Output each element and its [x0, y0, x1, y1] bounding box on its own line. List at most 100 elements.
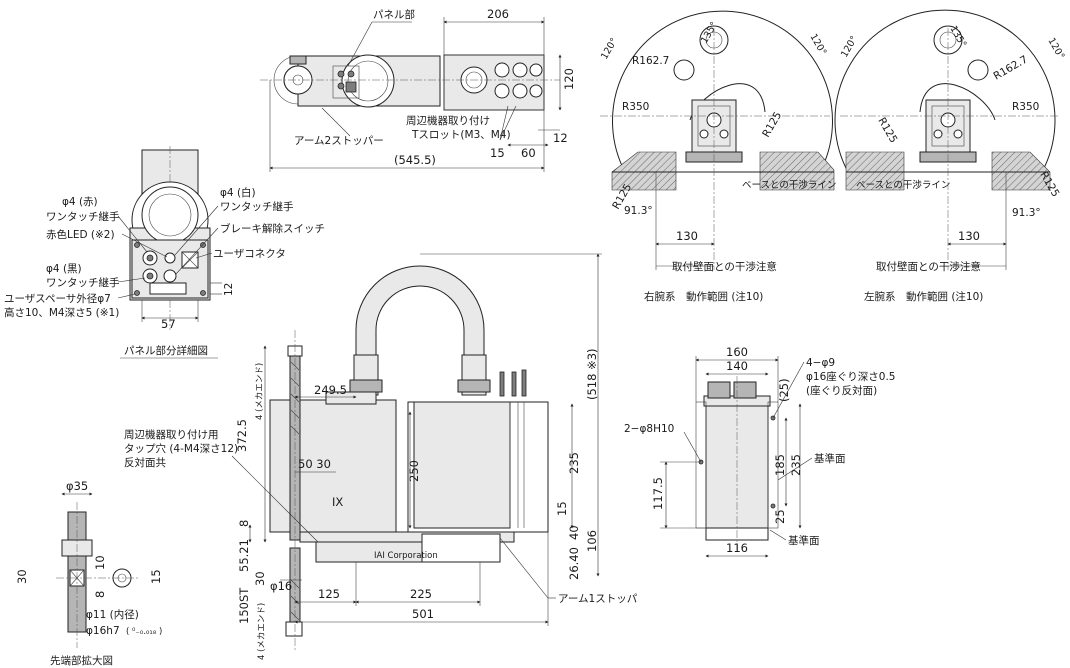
- tip-phi11: φ11 (内径): [86, 608, 139, 621]
- base-datum-2: 基準面: [788, 534, 820, 547]
- left-r350: R350: [1012, 101, 1039, 113]
- base-dim-25-top: (25): [777, 378, 791, 402]
- side-dim-5030: 50 30: [298, 457, 331, 471]
- side-dim-150st: 150ST: [237, 587, 251, 624]
- right-ang-913: 91.3°: [624, 205, 653, 217]
- right-wall-note: 取付壁面との干渉注意: [672, 260, 777, 273]
- side-view: IAI Corporation IX 372.5 4 (メカエンド) 8 55.…: [124, 253, 638, 660]
- side-phi16: φ16: [270, 579, 292, 593]
- tip-dim-15: 15: [149, 569, 163, 584]
- base-view: 160 140 116 (25) 185 235 25 117.5 4−φ9 φ…: [624, 345, 896, 558]
- side-dim-40: 40: [567, 525, 581, 540]
- brake-switch: ブレーキ解除スイッチ: [220, 222, 325, 235]
- arm2-stopper-label: アーム2ストッパー: [294, 135, 384, 147]
- air-white-2: ワンタッチ継手: [220, 200, 294, 213]
- right-r350: R350: [622, 101, 649, 113]
- right-base-line: ベースとの干渉ライン: [742, 179, 836, 191]
- base-dim-185: 185: [773, 454, 787, 476]
- side-dim-30: 30: [253, 571, 267, 586]
- right-dim-130: 130: [676, 229, 698, 243]
- tip-detail-view: φ35 30 10 8 15 φ11 (内径) φ16h7 ( ⁰₋₀.₀₁₈ …: [15, 479, 163, 667]
- top-dim-120: 120: [562, 68, 576, 90]
- tslot-label-1: 周辺機器取り付け: [406, 114, 490, 127]
- arm1-stopper: アーム1ストッパ: [558, 593, 638, 605]
- top-dim-15: 15: [490, 146, 505, 160]
- air-red-1: φ4 (赤): [62, 196, 98, 208]
- air-black-1: φ4 (黒): [46, 263, 82, 275]
- tslot-label-2: Tスロット(M3、M4): [411, 129, 511, 141]
- side-dim-225: 225: [410, 587, 432, 601]
- brand-text: IAI Corporation: [374, 551, 438, 561]
- panel-dim-12: 12: [223, 283, 235, 296]
- left-r125-a: R125: [875, 116, 899, 146]
- tip-tolerance: ( ⁰₋₀.₀₁₈ ): [126, 627, 162, 637]
- tip-dim-30: 30: [15, 569, 29, 584]
- logo-text: IX: [332, 495, 343, 509]
- side-dim-125: 125: [318, 587, 340, 601]
- base-dim-116: 116: [726, 541, 748, 555]
- base-holes-2: φ16座ぐり深さ0.5: [806, 370, 896, 383]
- panel-part-label: パネル部: [373, 8, 415, 21]
- side-dim-8: 8: [237, 520, 251, 527]
- right-ang-120-r: 120°: [807, 32, 828, 57]
- air-white-1: φ4 (白): [220, 186, 256, 199]
- side-dim-106: 106: [585, 530, 599, 552]
- right-ang-120-l: 120°: [599, 36, 620, 61]
- side-dim-518: (518 ※3): [585, 348, 599, 400]
- base-dim-25-bot: 25: [773, 509, 787, 524]
- base-holes-3: (座ぐり反対面): [806, 384, 877, 397]
- air-red-2: ワンタッチ継手: [46, 210, 120, 223]
- tip-caption: 先端部拡大図: [50, 654, 113, 667]
- tip-dim-8: 8: [93, 591, 107, 598]
- right-caption: 右腕系 動作範囲 (注10): [644, 290, 763, 303]
- side-dim-250: 250: [407, 460, 421, 482]
- base-dim-160: 160: [726, 345, 748, 359]
- left-caption: 左腕系 動作範囲 (注10): [864, 290, 983, 303]
- left-ang-120-l: 120°: [839, 34, 860, 59]
- panel-detail-view: 57 12 φ4 (赤) ワンタッチ継手 赤色LED (※2) φ4 (黒) ワ…: [4, 146, 325, 359]
- top-dim-206: 206: [487, 7, 509, 21]
- left-dim-130: 130: [958, 229, 980, 243]
- base-dim-1175: 117.5: [651, 477, 665, 510]
- side-dim-235: 235: [567, 452, 581, 474]
- tap-note-1: 周辺機器取り付け用: [124, 428, 219, 441]
- side-dim-5521: 55.21: [237, 539, 251, 572]
- top-dim-12: 12: [553, 131, 568, 145]
- side-dim-2495: 249.5: [314, 383, 347, 397]
- panel-caption: パネル部分詳細図: [124, 344, 208, 357]
- air-black-2: ワンタッチ継手: [46, 276, 120, 289]
- side-dim-501: 501: [412, 607, 434, 621]
- top-dim-545: (545.5): [394, 153, 436, 167]
- user-connector: ユーザコネクタ: [213, 248, 286, 260]
- tap-note-3: 反対面共: [124, 456, 166, 469]
- side-stroke-4-top: 4 (メカエンド): [255, 363, 265, 420]
- base-datum-1: 基準面: [814, 452, 846, 465]
- side-dim-3725: 372.5: [235, 419, 249, 452]
- left-r1627: R162.7: [992, 54, 1030, 83]
- base-pin-holes: 2−φ8H10: [624, 423, 674, 435]
- spacer-2: 高さ10、M4深さ5 (※1): [4, 306, 119, 319]
- side-stroke-4-bottom: 4 (メカエンド): [257, 603, 267, 660]
- left-base-line: ベースとの干渉ライン: [856, 179, 950, 191]
- spacer-1: ユーザスペーサ外径φ7: [4, 292, 111, 305]
- base-dim-140: 140: [726, 359, 748, 373]
- red-led-label: 赤色LED (※2): [46, 228, 115, 241]
- tip-phi16h7: φ16h7: [86, 625, 120, 637]
- side-dim-15: 15: [555, 501, 569, 516]
- left-arm-range: 130 取付壁面との干渉注意 ベースとの干渉ライン 135° 120° 120°…: [834, 9, 1066, 303]
- top-dim-60: 60: [521, 146, 536, 160]
- right-r125-a: R125: [760, 110, 784, 140]
- left-ang-913: 91.3°: [1012, 207, 1041, 219]
- base-holes-1: 4−φ9: [806, 357, 835, 369]
- top-view: 206 120 (545.5) 60 15 12 パネル部 アーム2ストッパー …: [260, 7, 576, 172]
- tip-phi35: φ35: [66, 479, 88, 493]
- right-arm-range: 130 取付壁面との干渉注意 ベースとの干渉ライン 135° 120° 120°…: [599, 10, 836, 303]
- right-r1627: R162.7: [632, 55, 669, 67]
- panel-dim-57: 57: [161, 317, 176, 331]
- left-wall-note: 取付壁面との干渉注意: [876, 260, 981, 273]
- left-ang-120-r: 120°: [1045, 36, 1066, 61]
- tap-note-2: タップ穴 (4-M4深さ12): [124, 442, 238, 455]
- tip-dim-10: 10: [93, 555, 107, 570]
